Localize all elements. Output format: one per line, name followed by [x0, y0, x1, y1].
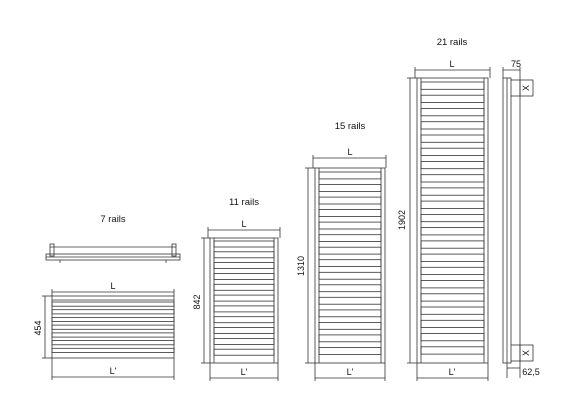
- rail: [51, 332, 175, 338]
- rail: [420, 200, 485, 209]
- bottom-label-21: L': [449, 367, 456, 377]
- rail: [318, 296, 382, 305]
- rail: [318, 234, 382, 242]
- rail: [420, 280, 485, 289]
- rail: [318, 171, 382, 180]
- rail: [318, 184, 382, 192]
- offset-label: 62,5: [522, 367, 540, 377]
- rail: [213, 283, 275, 291]
- bottom-label-11: L': [241, 367, 248, 377]
- label-15-rails: 15 rails: [335, 121, 366, 132]
- rail: [420, 253, 485, 262]
- rail: [213, 273, 275, 280]
- rail: [213, 240, 275, 248]
- rail: [213, 337, 275, 345]
- rail: [213, 327, 275, 334]
- rail: [318, 271, 382, 280]
- rail: [420, 346, 485, 355]
- radiator-11-rails: [201, 227, 281, 381]
- rail: [213, 305, 275, 313]
- rail: [420, 160, 485, 170]
- rail: [420, 94, 485, 103]
- rail: [420, 319, 485, 328]
- top-view-plan: [45, 243, 181, 263]
- radiator-21-rails: [407, 67, 491, 381]
- rail: [420, 213, 485, 223]
- label-7-rails: 7 rails: [100, 214, 126, 225]
- radiator-7-rails: [42, 289, 175, 380]
- rail: [318, 221, 382, 230]
- height-label-21: 1902: [397, 210, 407, 230]
- bottom-label-7: L': [110, 366, 117, 376]
- rail: [420, 266, 485, 275]
- rail: [318, 246, 382, 255]
- bracket-label-top: X: [521, 85, 531, 91]
- rail: [420, 81, 485, 90]
- rail: [420, 134, 485, 143]
- rail: [420, 121, 485, 130]
- height-label-11: 842: [192, 294, 202, 309]
- depth-label: 75: [511, 59, 521, 69]
- radiator-15-rails: [305, 155, 387, 381]
- height-label-15: 1310: [296, 256, 306, 276]
- rail: [318, 284, 382, 293]
- rail: [318, 309, 382, 318]
- width-label-7: L: [110, 281, 115, 291]
- rail: [51, 324, 175, 330]
- side-view: [502, 67, 534, 378]
- rail: [51, 309, 175, 315]
- bottom-label-15: L': [347, 367, 354, 377]
- rail: [420, 333, 485, 342]
- rail: [318, 347, 382, 355]
- rail: [318, 259, 382, 268]
- rail: [420, 147, 485, 156]
- rail: [51, 347, 175, 353]
- rail: [213, 251, 275, 259]
- rail: [318, 209, 382, 217]
- bracket-label-bottom: X: [521, 350, 531, 356]
- rail: [318, 321, 382, 330]
- rail: [213, 316, 275, 324]
- rail: [420, 227, 485, 236]
- rail: [51, 316, 175, 322]
- label-21-rails: 21 rails: [437, 37, 468, 48]
- rail: [420, 293, 485, 302]
- rail: [51, 301, 175, 307]
- rail: [420, 306, 485, 315]
- rail: [213, 262, 275, 270]
- label-11-rails: 11 rails: [229, 197, 259, 208]
- rail: [318, 196, 382, 205]
- width-label-21: L: [449, 59, 454, 69]
- width-label-11: L: [241, 219, 246, 229]
- width-label-15: L: [347, 147, 352, 157]
- rail: [51, 340, 175, 346]
- rail: [420, 108, 485, 117]
- rail: [318, 334, 382, 343]
- rail: [420, 174, 485, 183]
- rail: [213, 294, 275, 302]
- rail: [213, 348, 275, 356]
- rail: [420, 240, 485, 249]
- rail: [420, 187, 485, 196]
- height-label-7: 454: [33, 320, 43, 335]
